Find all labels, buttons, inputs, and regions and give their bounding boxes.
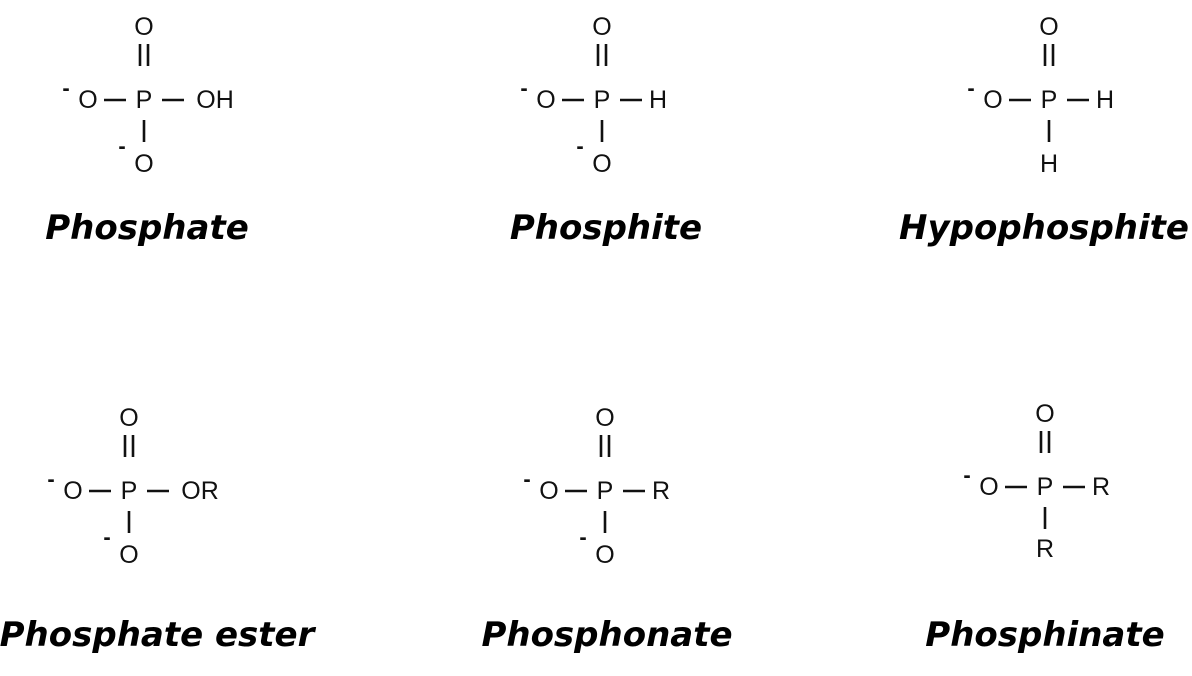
molecule-name-hypophosphite: Hypophosphite: [899, 208, 1189, 248]
phosphorus-atom: P: [597, 477, 614, 505]
molecule-name-phosphate-ester: Phosphate ester: [0, 615, 317, 655]
top-oxygen-atom: O: [1039, 13, 1058, 41]
left-oxygen-atom: O: [536, 86, 555, 114]
right-substituent: OR: [181, 477, 219, 505]
phosphorus-atom: P: [136, 86, 153, 114]
molecule-name-phosphite: Phosphite: [510, 208, 702, 248]
molecule-phosphate-ester: O P - O OR - O: [47, 404, 218, 569]
top-oxygen-atom: O: [134, 13, 153, 41]
molecule-phosphate: O P - O OH - O: [62, 13, 233, 178]
phosphorus-atom: P: [1041, 86, 1058, 114]
left-negative-charge: -: [62, 76, 69, 101]
right-substituent: OH: [196, 86, 234, 114]
top-oxygen-atom: O: [595, 404, 614, 432]
left-negative-charge: -: [963, 463, 970, 488]
left-negative-charge: -: [520, 76, 527, 101]
phosphorus-atom: P: [594, 86, 611, 114]
right-substituent: R: [652, 477, 670, 505]
molecule-hypophosphite: O P - O H H: [967, 13, 1114, 178]
left-oxygen-atom: O: [63, 477, 82, 505]
left-oxygen-atom: O: [979, 473, 998, 501]
molecule-name-phosphonate: Phosphonate: [481, 615, 732, 655]
right-substituent: R: [1092, 473, 1110, 501]
molecule-phosphinate: O P - O R R: [963, 400, 1110, 563]
left-negative-charge: -: [967, 76, 974, 101]
left-oxygen-atom: O: [983, 86, 1002, 114]
molecule-phosphonate: O P - O R - O: [523, 404, 670, 569]
left-oxygen-atom: O: [539, 477, 558, 505]
bottom-substituent: O: [134, 150, 153, 178]
bottom-substituent: O: [592, 150, 611, 178]
left-negative-charge: -: [523, 467, 530, 492]
bottom-negative-charge: -: [579, 525, 586, 550]
left-oxygen-atom: O: [78, 86, 97, 114]
top-oxygen-atom: O: [1035, 400, 1054, 428]
bottom-substituent: O: [595, 541, 614, 569]
bottom-substituent: R: [1036, 535, 1054, 563]
bottom-negative-charge: -: [576, 134, 583, 159]
molecule-phosphite: O P - O H - O: [520, 13, 667, 178]
bottom-substituent: O: [119, 541, 138, 569]
molecule-name-phosphate: Phosphate: [45, 208, 249, 248]
phosphorus-atom: P: [121, 477, 138, 505]
phosphorus-atom: P: [1037, 473, 1054, 501]
right-substituent: H: [649, 86, 667, 114]
top-oxygen-atom: O: [592, 13, 611, 41]
top-oxygen-atom: O: [119, 404, 138, 432]
bottom-negative-charge: -: [118, 134, 125, 159]
bottom-negative-charge: -: [103, 525, 110, 550]
left-negative-charge: -: [47, 467, 54, 492]
bottom-substituent: H: [1040, 150, 1058, 178]
molecule-name-phosphinate: Phosphinate: [925, 615, 1164, 655]
right-substituent: H: [1096, 86, 1114, 114]
